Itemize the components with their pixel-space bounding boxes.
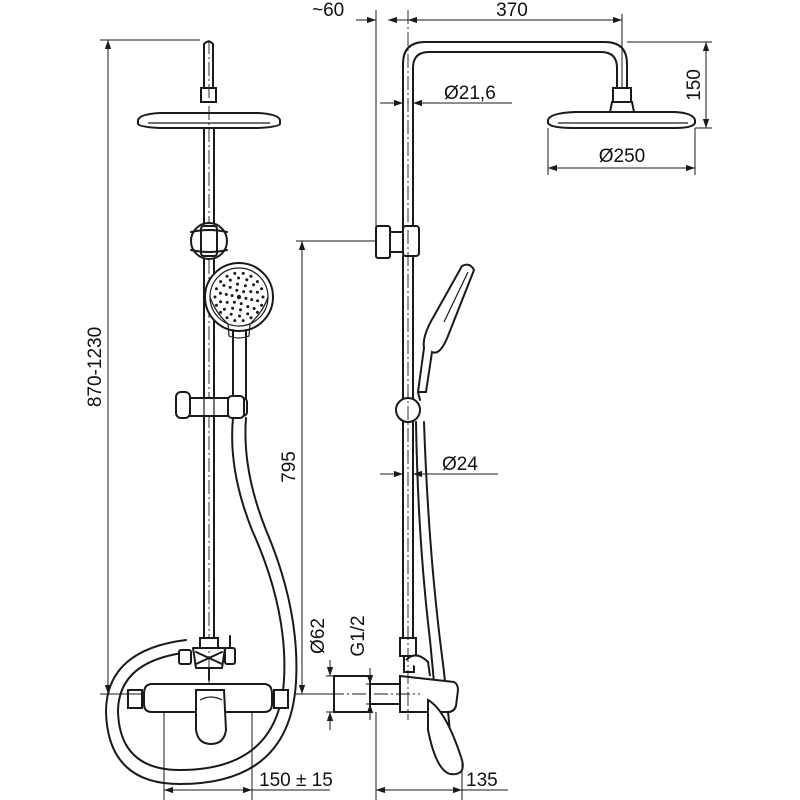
nozzle-dot [235,288,239,292]
label-pipe-diameter: Ø21,6 [444,83,496,104]
nozzle-dot [261,295,265,299]
nozzle-dot [239,302,243,306]
side-riser-bar [402,255,414,641]
nozzle-dot [249,274,253,278]
nozzle-dot [236,294,242,300]
nozzle-dot [249,290,253,294]
nozzle-dot [243,284,247,288]
label-head-diameter: Ø250 [599,146,645,167]
side-wall-bracket [375,225,420,259]
label-spacing: 150 ± 15 [259,770,333,791]
nozzle-dot [238,314,241,318]
nozzle-dot [231,306,235,310]
dimension-lines [100,10,712,800]
label-depth: 135 [466,770,498,791]
nozzle-dot [222,307,226,311]
side-hand-shower [416,263,476,401]
nozzle-dot [255,280,259,284]
front-diverter [178,635,236,681]
front-wall-bracket [190,222,228,260]
nozzle-dot [233,271,237,275]
label-thread: G1/2 [348,615,369,656]
side-arm [402,41,636,231]
side-head-shower [547,111,696,129]
nozzle-dot [218,291,222,295]
nozzle-dot [252,283,256,287]
nozzle-dot [260,303,264,307]
nozzle-dot [255,310,259,314]
front-mixer [127,683,289,746]
nozzle-dot [222,284,226,287]
nozzle-dot [246,305,250,309]
front-hose [105,417,298,785]
dimension-labels: 870-1230 795 ~60 370 150 Ø21,6 Ø250 Ø24 … [85,0,705,791]
nozzle-dot [255,290,259,294]
front-slider-holder [175,391,248,419]
nozzle-dot [228,278,232,282]
nozzle-dot [225,316,229,320]
nozzle-dot [228,285,232,289]
label-arm-height: 150 [684,69,705,101]
nozzle-dot [224,292,228,296]
nozzle-dot [241,271,245,275]
nozzle-dot [219,280,223,284]
nozzle-dot [244,296,248,300]
nozzle-dot [233,319,237,323]
side-view [330,10,696,776]
front-view [105,40,298,785]
nozzle-dot [236,282,239,286]
label-height-range: 870-1230 [85,327,106,407]
nozzle-dot [242,290,246,294]
nozzle-dot [229,312,233,316]
nozzle-dot [246,312,250,316]
label-top-offset: ~60 [312,0,344,21]
nozzle-dot [214,287,218,291]
nozzle-dot [225,300,229,304]
front-riser-bar [203,40,215,700]
label-arm-length: 370 [496,0,528,21]
side-mixer [330,654,464,776]
nozzle-dot [232,300,236,304]
label-bar-height: 795 [279,451,300,483]
label-bar-diameter: Ø24 [442,454,478,475]
nozzle-dot [237,276,240,280]
nozzle-dot [214,303,218,307]
front-hand-shower [204,262,274,401]
nozzle-dot [250,298,254,302]
nozzle-dot [245,278,249,282]
nozzle-dot [241,319,245,323]
nozzle-dot [239,308,242,312]
nozzle-dot [256,299,260,303]
nozzle-dot [260,287,264,291]
front-top-pipe [200,40,217,103]
nozzle-dot [230,294,234,298]
nozzle-dot [225,274,229,278]
nozzle-dot [213,295,217,299]
nozzle-dot [219,310,223,314]
nozzle-dot [252,307,256,310]
label-mixer-diameter: Ø62 [308,618,329,654]
nozzle-dot [219,300,223,304]
nozzle-dot [249,316,253,320]
hand-shower-nozzles [213,271,265,323]
